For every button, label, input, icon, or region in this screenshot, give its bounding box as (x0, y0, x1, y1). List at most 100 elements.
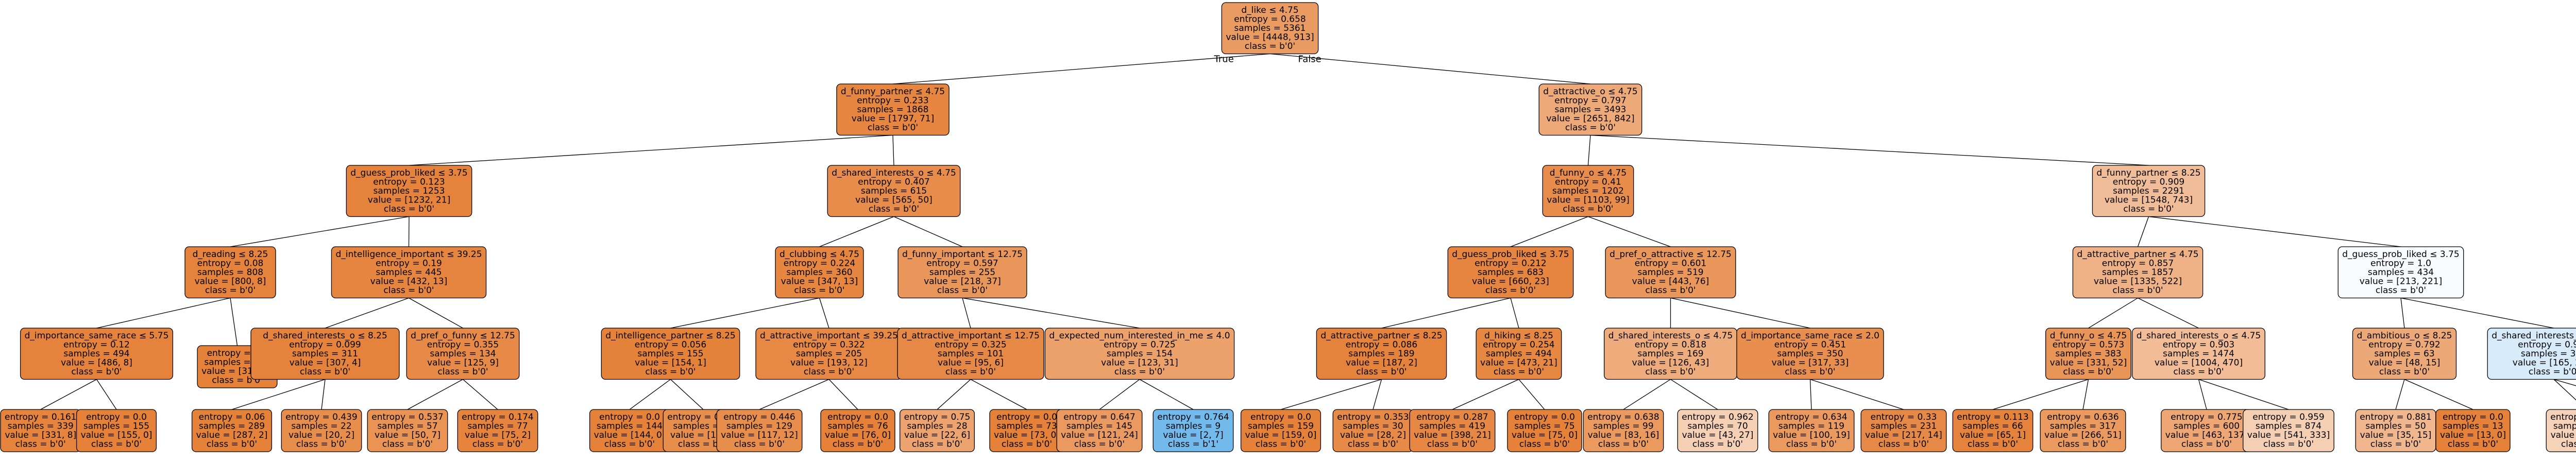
node-text-line: value = [317, 33] (1772, 358, 1849, 368)
node-box (2243, 409, 2334, 452)
tree-edge (1588, 216, 1671, 247)
node-box (1583, 409, 1664, 452)
edge-line (1510, 216, 1588, 247)
tree-edge (1452, 379, 1519, 410)
tree-edge (629, 379, 671, 410)
node-text-line: value = [217, 14] (1865, 430, 1942, 440)
edge-line (2198, 379, 2289, 410)
tree-edge: True (892, 53, 1270, 84)
node-text-line: entropy = 0.19 (376, 259, 442, 269)
edge-line (819, 216, 894, 247)
node-text-line: entropy = 0.601 (1635, 259, 1707, 269)
tree-edge (409, 134, 893, 166)
node-text-line: samples = 311 (292, 349, 358, 359)
node-text-line: samples = 144 (597, 421, 663, 432)
node-box (2352, 328, 2457, 380)
node-text-line: samples = 383 (2055, 349, 2121, 359)
node-text-line: d_reading ≤ 8.25 (193, 249, 268, 260)
tree-edge (2082, 379, 2089, 410)
tree-edge (321, 379, 326, 410)
tree-edge (1381, 297, 1511, 329)
tree-edge (828, 379, 858, 410)
node-text-line: entropy = 0.407 (858, 177, 930, 187)
node-text-line: value = [463, 137] (2165, 430, 2248, 440)
node-text-line: value = [123, 31] (1101, 358, 1178, 368)
edge-line (2400, 298, 2405, 329)
node-text-line: class = b'0' (205, 285, 256, 296)
node-text-line: d_intelligence_important ≤ 39.25 (335, 249, 482, 260)
node-box (1056, 409, 1143, 452)
node-text-line: value = [218, 37] (924, 277, 1001, 287)
node-text-line: class = b'0' (794, 285, 844, 296)
node-text-line: value = [4448, 913] (1226, 32, 1314, 43)
node-text-line: value = [76, 0] (825, 430, 891, 440)
node-text-line: entropy = 0.439 (285, 412, 358, 422)
edge-line (230, 216, 410, 247)
node-box (331, 246, 487, 299)
node-text-line: d_attractive_partner ≤ 8.25 (1320, 331, 1442, 341)
tree-edge (231, 379, 326, 410)
node-text-line: samples = 145 (1066, 421, 1132, 432)
node-text-line: samples = 66 (1962, 421, 2023, 432)
node-text-line: value = [565, 50] (855, 195, 933, 206)
node-text-line: d_shared_interests_o ≤ 4.75 (1608, 331, 1733, 341)
node-text-line: entropy = 0.959 (2252, 412, 2325, 422)
node-text-line: samples = 125 (2553, 421, 2576, 432)
node-text-line: class = b'0' (1494, 367, 1544, 377)
node-text-line: class = b'0' (912, 439, 962, 450)
tree-edge (1809, 379, 1812, 410)
node-text-line: class = b'0' (71, 367, 122, 377)
node-text-line: samples = 30 (1343, 421, 1403, 432)
node-text-line: samples = 134 (430, 349, 496, 359)
node-text-line: value = [287, 2] (196, 430, 268, 440)
edge-line (2400, 297, 2554, 329)
node-box (76, 409, 157, 452)
node-box (1538, 83, 1642, 136)
tree-edge (970, 379, 1027, 410)
node-text-line: value = [1797, 71] (852, 114, 934, 124)
node-text-line: samples = 231 (1871, 421, 1937, 432)
node-text-line: samples = 119 (1778, 421, 1844, 432)
tree-edge (1510, 216, 1588, 247)
node-text-line: value = [347, 13] (781, 277, 858, 287)
tree-edge (670, 297, 820, 329)
tree-edge (1590, 134, 2149, 166)
node-text-line: entropy = 0.638 (1587, 412, 1659, 422)
edge-line (1510, 298, 1519, 329)
node-text-line: entropy = 0.0 (1514, 412, 1575, 422)
node-text-line: d_funny_important ≤ 12.75 (902, 249, 1023, 260)
node-text-line: samples = 1474 (2163, 349, 2234, 359)
node-text-line: entropy = 0.775 (2171, 412, 2243, 422)
node-text-line: value = [95, 6] (938, 358, 1004, 368)
node-text-line: entropy = 0.991 (2518, 340, 2576, 350)
node-text-line: entropy = 0.597 (926, 259, 998, 269)
node-text-line: samples = 155 (83, 421, 149, 432)
node-text-line: value = [660, 23] (1472, 277, 1549, 287)
node-box (281, 409, 362, 452)
tree-edge: False (1269, 53, 1591, 84)
node-text-line: samples = 519 (1637, 267, 1703, 278)
node-text-line: d_expected_num_interested_in_me ≤ 4.0 (1049, 331, 1230, 341)
node-text-line: value = [541, 333] (2247, 430, 2330, 440)
node-box (367, 409, 448, 452)
node-text-line: samples = 28 (907, 421, 967, 432)
node-box (1542, 165, 1634, 217)
edge-line (1809, 379, 1812, 410)
node-text-line: class = b'0' (2058, 439, 2108, 450)
tree-edge (759, 379, 829, 410)
tree-edge (2137, 216, 2149, 247)
node-text-line: entropy = 0.658 (1234, 14, 1306, 25)
